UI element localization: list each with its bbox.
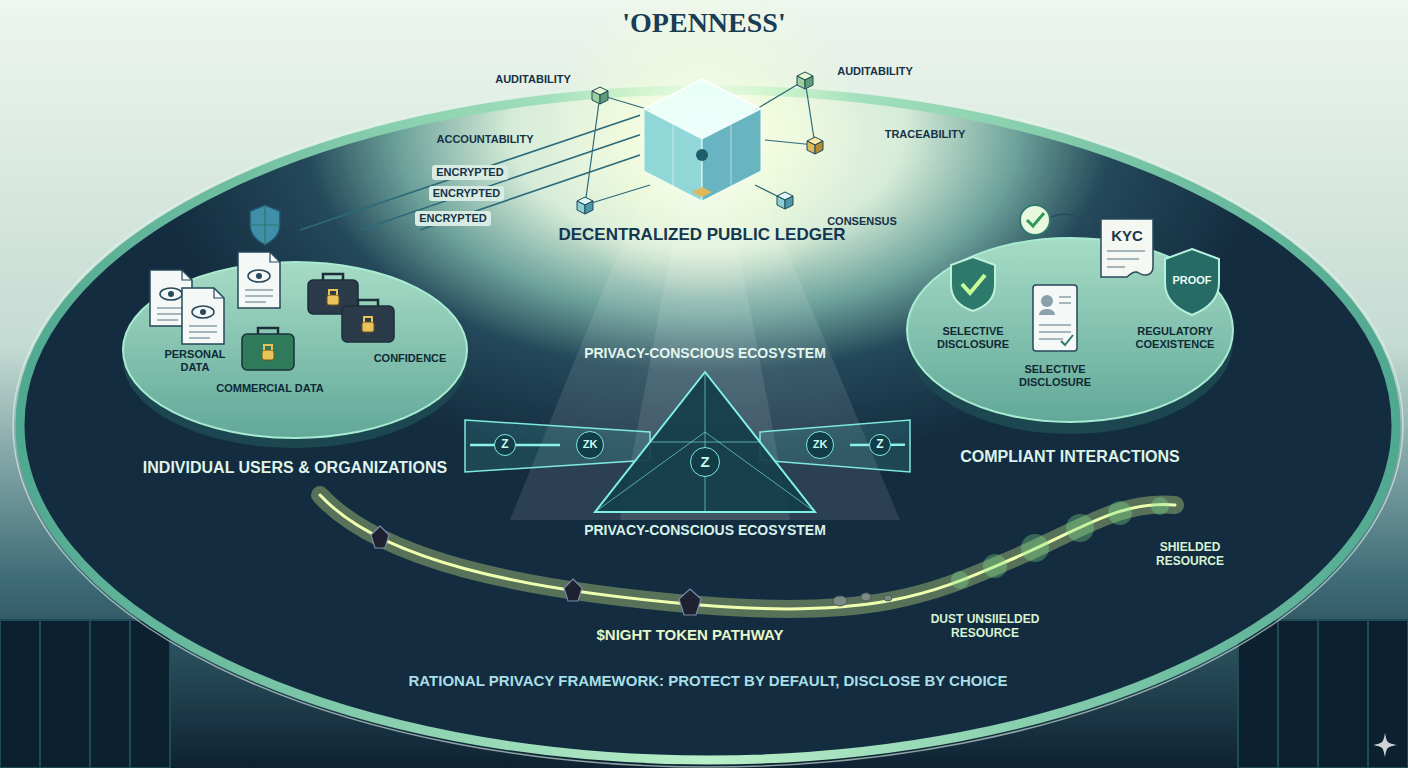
corner-sparkle bbox=[1373, 733, 1397, 757]
connector-line bbox=[300, 115, 640, 230]
property-label: TRACEABILITY bbox=[885, 128, 966, 141]
platform-label: INDIVIDUAL USERS & ORGANIZATIONS bbox=[143, 458, 447, 477]
data-label: COMMERCIAL DATA bbox=[216, 382, 324, 395]
ecosystem-label: PRIVACY-CONSCIOUS ECOSYSTEM bbox=[584, 522, 826, 539]
zk-badge: Z bbox=[494, 434, 516, 456]
ecosystem-label: PRIVACY-CONSCIOUS ECOSYSTEM bbox=[584, 345, 826, 362]
users-platform: PERSONAL DATA COMMERCIAL DATA CONFIDENCE IN… bbox=[120, 230, 470, 490]
coexistence-label: REGULATORY COEXISTENCE bbox=[1120, 325, 1230, 351]
framework-caption: RATIONAL PRIVACY FRAMEWORK: PROTECT BY D… bbox=[409, 672, 1008, 690]
property-label: ACCOUNTABILITY bbox=[437, 133, 534, 146]
ledger-cube: DECENTRALIZED PUBLIC LEDGER bbox=[640, 75, 765, 205]
disclosure-label: SELECTIVE DISCLOSURE bbox=[1000, 363, 1110, 389]
compliance-platform: SELECTIVE DISCLOSURE SELECTIVE DISCLOSURE… bbox=[905, 185, 1235, 490]
glass-cube bbox=[640, 75, 765, 205]
pathway-label: $NIGHT TOKEN PATHWAY bbox=[597, 626, 784, 644]
zk-badge: Z bbox=[690, 447, 720, 477]
edge-label: ENCRYPTED bbox=[415, 211, 490, 226]
disk-platform bbox=[905, 185, 1235, 490]
platform-ellipse bbox=[13, 83, 1403, 767]
diagram-title: 'OPENNESS' bbox=[622, 6, 785, 40]
ledger-label: DECENTRALIZED PUBLIC LEDGER bbox=[558, 225, 845, 245]
shielded-smoke bbox=[951, 497, 1169, 589]
resource-label: SHIELDED RESOURCE bbox=[1135, 540, 1245, 569]
data-label: PERSONAL DATA bbox=[160, 348, 230, 374]
kyc-scroll: KYC bbox=[1095, 215, 1160, 280]
proof-shield: PROOF bbox=[1163, 247, 1221, 317]
property-label: AUDITABILITY bbox=[495, 73, 571, 86]
platform-label: COMPLIANT INTERACTIONS bbox=[960, 447, 1180, 466]
kyc-label: KYC bbox=[1111, 227, 1143, 245]
property-label: CONSENSUS bbox=[827, 215, 897, 228]
scroll-shape bbox=[1095, 215, 1160, 280]
disclosure-label: SELECTIVE DISCLOSURE bbox=[923, 325, 1023, 351]
token-gems bbox=[371, 526, 701, 615]
zk-badge: ZK bbox=[806, 431, 834, 459]
zk-badge: Z bbox=[869, 434, 891, 456]
proof-label: PROOF bbox=[1172, 274, 1211, 287]
property-label: AUDITABILITY bbox=[837, 65, 913, 78]
shield-icon bbox=[250, 205, 280, 245]
dust-rocks bbox=[833, 593, 892, 606]
edge-label: ENCRYPTED bbox=[432, 165, 507, 180]
edge-label: ENCRYPTED bbox=[429, 186, 504, 201]
resource-label: DUST UNSIIELDED RESOURCE bbox=[910, 612, 1060, 641]
zk-badge: ZK bbox=[576, 431, 604, 459]
connector-line bbox=[360, 135, 640, 230]
data-label: CONFIDENCE bbox=[374, 352, 447, 365]
